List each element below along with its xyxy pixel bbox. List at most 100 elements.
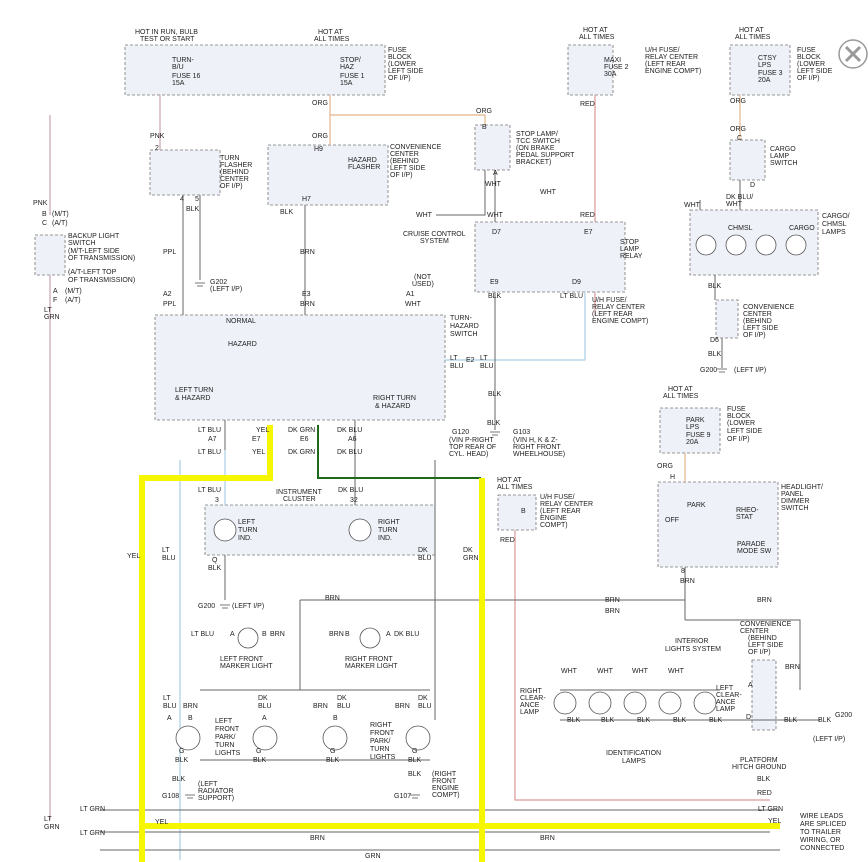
label: (LEFT REAR [540, 508, 581, 515]
label: USED) [412, 281, 434, 288]
label: BLU [337, 703, 351, 710]
chmsl-lamp-2 [755, 234, 777, 256]
turn-hazard-switch-box [154, 314, 446, 421]
label: FUSE 9 [686, 432, 711, 439]
label: BLK [488, 391, 502, 398]
label: SYSTEM [420, 238, 449, 245]
label: CENTER [740, 628, 769, 635]
ground-g108 [185, 794, 195, 799]
label: & HAZARD [175, 395, 210, 402]
label: LEFT [215, 718, 233, 725]
label: COMPT) [540, 522, 568, 529]
label: MODE SW [737, 548, 772, 555]
label: BRN [270, 631, 285, 638]
label: G200 [700, 367, 717, 374]
label: CONVENIENCE [740, 621, 792, 628]
label: BRN [313, 703, 328, 710]
label: H [670, 474, 675, 481]
label: LEFT [238, 519, 256, 526]
label: TEST OR START [140, 36, 195, 43]
label: BLK [601, 717, 615, 724]
label: WIRE LEADS [800, 813, 844, 820]
label: YEL [768, 818, 781, 825]
label: F [53, 297, 57, 304]
label: TURN [370, 746, 389, 753]
label: OF I/P) [748, 649, 771, 656]
label: PLATFORM [740, 757, 778, 764]
label: RADIATOR [198, 788, 234, 795]
label: SWITCH [68, 240, 96, 247]
label: WHT [597, 668, 614, 675]
label: BLK [708, 283, 722, 290]
label: TURN [215, 742, 234, 749]
label: ORG [730, 126, 746, 133]
close-icon[interactable] [838, 39, 868, 69]
label: WHT [668, 668, 685, 675]
label: LIGHTS SYSTEM [665, 646, 721, 653]
label: DK BLU [394, 631, 419, 638]
label: (LEFT I/P) [210, 286, 242, 293]
label: BRN [757, 597, 772, 604]
label: OF I/P) [388, 75, 411, 82]
label: WHEELHOUSE) [513, 451, 565, 458]
label: 8 [681, 568, 685, 575]
label: LT [450, 355, 458, 362]
label: (A/T) [52, 220, 68, 227]
label: G [412, 748, 417, 755]
label: OF I/P) [727, 436, 750, 443]
label: YEL [155, 819, 168, 826]
label: ALL TIMES [735, 34, 771, 41]
label: A [493, 170, 498, 177]
label: TURN- [172, 57, 194, 64]
label: ALL TIMES [314, 36, 350, 43]
label: WHT [416, 212, 433, 219]
label: A [167, 715, 172, 722]
label: RIGHT FRONT [513, 444, 561, 451]
label: BLK [757, 776, 771, 783]
label: RED [580, 101, 595, 108]
label: G200 [835, 712, 852, 719]
label: LAMP [620, 246, 639, 253]
label: H9 [314, 146, 323, 153]
label: BLK [280, 209, 294, 216]
label: TURN [238, 527, 257, 534]
label: (NOT [414, 274, 432, 281]
label: DK GRN [288, 427, 315, 434]
label: BLOCK [797, 54, 821, 61]
label: CENTER [220, 176, 249, 183]
label: WHT [485, 181, 502, 188]
label: RED [500, 537, 515, 544]
label: SWITCH [770, 160, 798, 167]
label: C [737, 135, 742, 142]
label: BLU [480, 363, 494, 370]
label: FLASHER [220, 162, 252, 169]
label: BLK [326, 757, 340, 764]
label: ORG [312, 133, 328, 140]
identification-lamp-1 [588, 691, 612, 715]
label: FRONT [432, 778, 457, 785]
label: TURN [378, 527, 397, 534]
label: D [750, 182, 755, 189]
label: IND. [238, 535, 252, 542]
label: (LOWER [797, 61, 825, 68]
label: LEFT SIDE [727, 428, 763, 435]
label: NORMAL [226, 318, 256, 325]
label: BRN [680, 578, 695, 585]
label: HOT IN RUN, BULB [135, 29, 198, 36]
label: LT [480, 355, 488, 362]
label: A7 [208, 436, 217, 443]
label: 5 [195, 196, 199, 203]
label: CONVENIENCE [743, 304, 795, 311]
label: YEL [127, 553, 140, 560]
label: HAZARD [348, 157, 377, 164]
label: LT BLU [198, 427, 221, 434]
label: STAT [736, 514, 754, 521]
diagram-labels: HOT IN RUN, BULB TEST OR START HOT AT AL… [33, 27, 852, 860]
label: DK BLU [337, 427, 362, 434]
ground-g120 [490, 431, 500, 436]
label: OF I/P) [743, 332, 766, 339]
label: 15A [172, 80, 185, 87]
fuse-block-left [124, 44, 386, 96]
label: (BEHIND [390, 158, 419, 165]
label: A6 [348, 436, 357, 443]
